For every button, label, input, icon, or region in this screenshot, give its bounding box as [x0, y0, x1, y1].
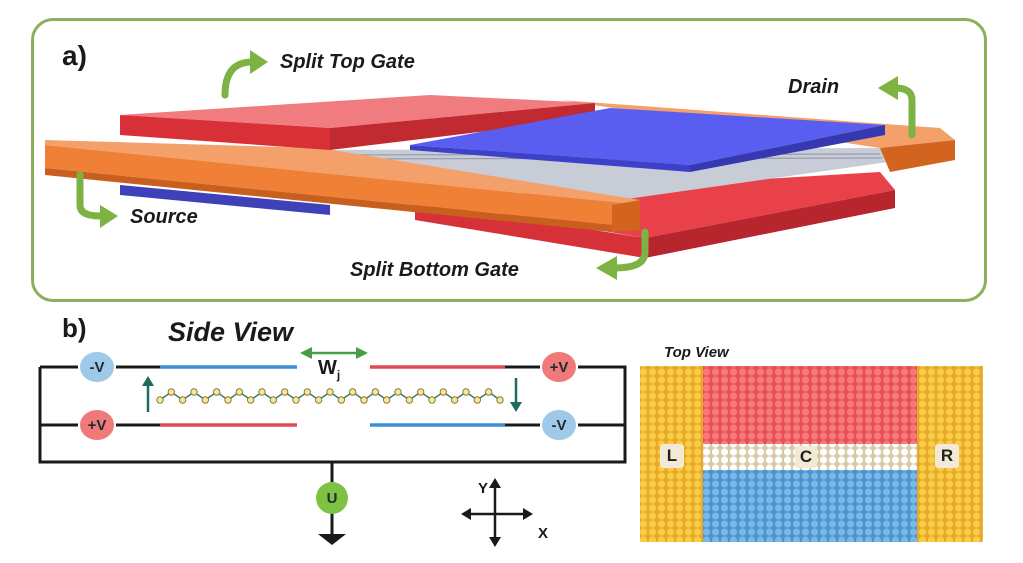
side-view-circuit — [38, 365, 627, 537]
chain-atom — [405, 396, 414, 404]
split-top-gate-arrow — [221, 58, 256, 99]
chain-atom — [269, 396, 278, 404]
chain-atom — [348, 388, 357, 396]
width-symbol: W — [318, 357, 337, 379]
field-down-head — [510, 402, 522, 412]
region-center-label: C — [795, 446, 817, 468]
panel-a-frame — [31, 18, 987, 302]
axis-y-up-head — [489, 478, 501, 488]
chain-atom — [428, 396, 436, 404]
panel-b-label: b) — [62, 313, 87, 343]
axis-y-label: Y — [478, 480, 489, 497]
top-gate-red-top — [120, 95, 595, 128]
source-arrow — [76, 171, 104, 220]
drain-arrow — [891, 84, 916, 139]
lattice-top-gate — [703, 366, 917, 444]
chain-atom — [314, 396, 323, 404]
chain-atom — [246, 396, 255, 404]
top-gate-blue-front — [410, 145, 690, 172]
chain-atom — [258, 388, 266, 396]
top-gate-blue-top — [410, 108, 885, 165]
chain-atom — [450, 396, 459, 404]
chain-atom — [280, 388, 289, 396]
axis-x-left-head — [461, 508, 471, 520]
chain-atom — [371, 388, 380, 396]
terminal-arrows — [76, 58, 916, 272]
chain-atom — [394, 388, 402, 396]
split-bottom-gate-arrow — [611, 228, 649, 272]
region-right-label: R — [935, 444, 959, 468]
drain-lead-end — [880, 140, 955, 172]
bias-voltage-badge: U — [316, 482, 348, 514]
chain-atom — [360, 396, 368, 404]
chain-atom — [190, 388, 198, 396]
source-label: Source — [130, 206, 198, 228]
width-arrow-right — [356, 347, 368, 359]
source-lead-end — [612, 200, 640, 232]
chain-atom — [303, 388, 312, 396]
ground-arrow — [318, 534, 346, 545]
side-view-title: Side View — [168, 317, 294, 347]
chain-atom — [235, 388, 244, 396]
pos-voltage-badge-top-right: +V — [542, 352, 576, 382]
source-lead-top — [45, 140, 640, 205]
chain-atom — [224, 396, 232, 404]
axis-x-right-head — [523, 508, 533, 520]
neg-voltage-badge-top-left: -V — [80, 352, 114, 382]
split-top-gate-label: Split Top Gate — [280, 51, 415, 73]
axis-x-label: X — [538, 525, 549, 542]
split-bottom-gate-label: Split Bottom Gate — [350, 259, 519, 281]
field-up-head — [142, 376, 154, 386]
chain-atom — [382, 396, 391, 404]
chain-atom — [462, 388, 470, 396]
width-subscript: j — [336, 368, 341, 382]
top-view-title: Top View — [664, 344, 729, 361]
chain-atom — [337, 396, 346, 404]
neg-voltage-badge-bottom-right: -V — [542, 410, 576, 440]
chain-atom — [201, 396, 210, 404]
xy-axes — [468, 485, 526, 540]
chain-atom — [496, 396, 504, 404]
width-arrow-left — [300, 347, 312, 359]
bottom-gate-top — [420, 172, 895, 238]
chain-atom — [416, 388, 425, 396]
top-gate-red-side — [330, 103, 595, 150]
top-gate-red-front — [120, 115, 330, 150]
chain-atom — [156, 396, 164, 404]
top-gate-blue-side — [690, 125, 885, 172]
lattice-bottom-gate — [703, 470, 917, 542]
chain-atom — [167, 388, 176, 396]
chain-atom — [178, 396, 187, 404]
junction-width-label: Wj — [318, 357, 340, 382]
device-3d — [45, 95, 955, 258]
chain-atom — [292, 396, 300, 404]
chain-atom — [439, 388, 448, 396]
bottom-gate-blue-edge — [120, 185, 330, 215]
pos-voltage-badge-bottom-left: +V — [80, 410, 114, 440]
chain-atom — [484, 388, 493, 396]
arrow-heads — [100, 50, 898, 280]
bottom-gate-front — [645, 190, 895, 258]
drain-label: Drain — [788, 76, 840, 98]
panel-a-label: a) — [62, 40, 87, 71]
source-lead-face — [45, 145, 640, 225]
chain-atom — [326, 388, 334, 396]
region-left-label: L — [660, 444, 684, 468]
chain-atom — [212, 388, 221, 396]
chain-atom — [473, 396, 482, 404]
atomic-chain — [156, 388, 504, 404]
axis-y-down-head — [489, 537, 501, 547]
source-lead-bottom — [45, 168, 612, 232]
